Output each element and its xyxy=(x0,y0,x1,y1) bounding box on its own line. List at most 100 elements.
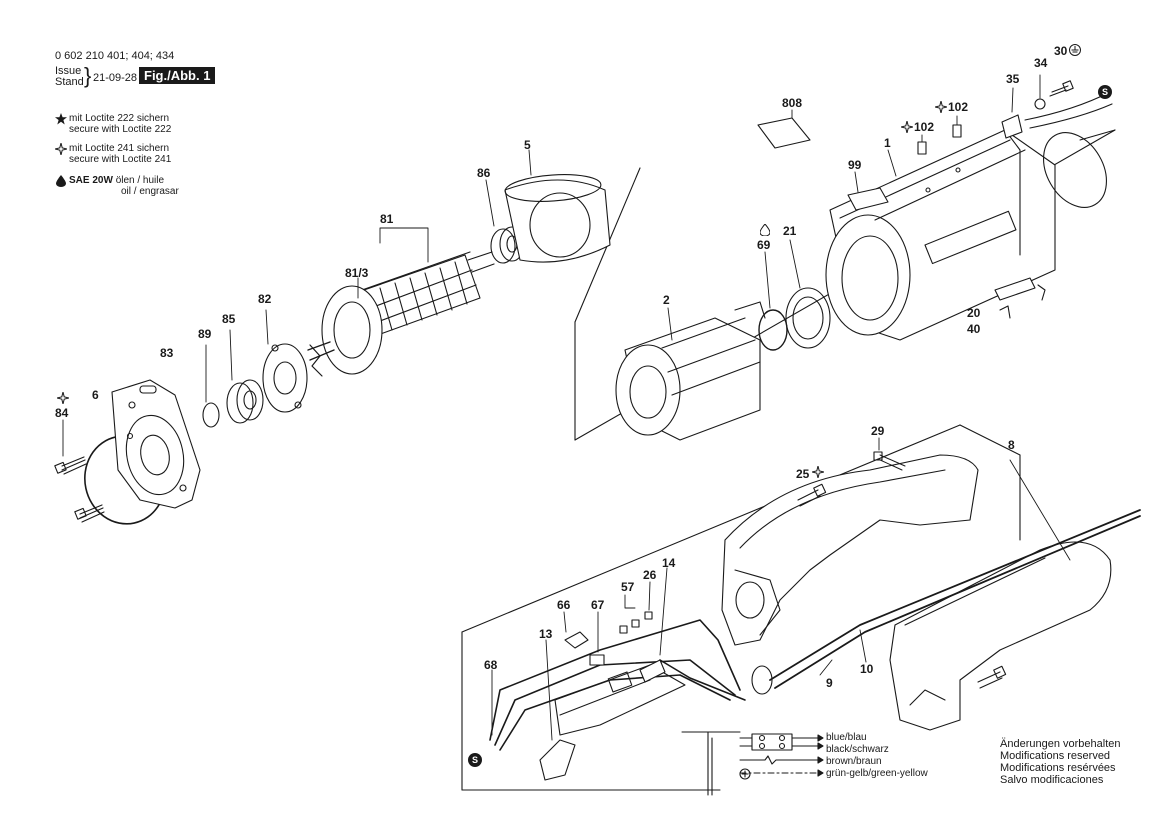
bracket-20-40 xyxy=(994,277,1046,319)
loctite-241-icon xyxy=(57,392,69,404)
label-66: 66 xyxy=(557,598,571,612)
s-badge-bottom: S xyxy=(468,753,482,767)
stand-label: Stand xyxy=(55,76,84,88)
screws-57 xyxy=(619,619,640,634)
wire-brown: brown/braun xyxy=(826,756,882,767)
label-102b: 102 xyxy=(948,100,969,114)
label-86: 86 xyxy=(477,166,491,180)
stator-2 xyxy=(615,301,766,441)
modifications-notes: Änderungen vorbehalten Modifications res… xyxy=(1000,738,1120,786)
screw-grip-lower xyxy=(977,665,1007,689)
label-5: 5 xyxy=(524,138,531,152)
label-40: 40 xyxy=(967,322,981,336)
label-25: 25 xyxy=(796,467,810,481)
oil-drop-icon xyxy=(760,224,770,236)
retaining-ring-89 xyxy=(202,402,220,428)
issue-date: 21-09-28 xyxy=(93,72,138,84)
switch-assembly xyxy=(539,664,686,781)
label-20: 20 xyxy=(967,306,981,320)
grub-screw-102a xyxy=(917,134,927,155)
figure-badge: Fig./Abb. 1 xyxy=(139,67,216,84)
label-808: 808 xyxy=(782,96,803,110)
grub-screw-102b xyxy=(952,115,962,138)
ring-21 xyxy=(785,287,831,349)
o-ring-69 xyxy=(758,309,788,351)
relay-67 xyxy=(589,654,605,666)
note-de: Änderungen vorbehalten xyxy=(1000,738,1121,750)
label-69: 69 xyxy=(757,238,771,252)
handle-shell-upper xyxy=(721,454,979,646)
label-26: 26 xyxy=(643,568,657,582)
star-outline-icon xyxy=(55,143,67,155)
label-99: 99 xyxy=(848,158,862,172)
loctite-241-icon xyxy=(901,121,913,133)
label-10: 10 xyxy=(860,662,874,676)
wire-blue: blue/blau xyxy=(826,732,867,743)
bearing-plate-82 xyxy=(262,343,308,413)
issue-label: Issue xyxy=(55,65,82,77)
sticker-808 xyxy=(757,117,811,149)
clip-66 xyxy=(564,631,589,649)
label-30: 30 xyxy=(1054,44,1068,58)
label-89: 89 xyxy=(198,327,212,341)
label-57: 57 xyxy=(621,580,635,594)
loctite-241-icon xyxy=(812,466,824,478)
note-en: Modifications reserved xyxy=(1000,750,1111,762)
note-fr: Modifications resérvées xyxy=(1000,762,1116,774)
screw-25 xyxy=(797,483,827,507)
label-84: 84 xyxy=(55,406,69,420)
cable-relief-14 xyxy=(639,567,668,683)
label-2: 2 xyxy=(663,293,670,307)
ground-symbol-icon xyxy=(1069,44,1081,56)
cable-9-10 xyxy=(751,509,1141,695)
screw-29 xyxy=(873,451,906,471)
label-14: 14 xyxy=(662,556,676,570)
armature-81 xyxy=(307,251,495,377)
handle-grip-8 xyxy=(889,541,1112,731)
note-es: Salvo modificaciones xyxy=(1000,774,1104,786)
label-34: 34 xyxy=(1034,56,1048,70)
star-filled-icon xyxy=(55,113,67,125)
screw-26 xyxy=(644,581,653,620)
s-badge-top: S xyxy=(1098,85,1112,99)
bearing-85 xyxy=(226,379,264,424)
legend-241-de: mit Loctite 241 sichern xyxy=(69,143,170,154)
wire-green-yellow: grün-gelb/green-yellow xyxy=(826,768,928,779)
legend-oil-grade: SAE 20W xyxy=(69,175,113,186)
label-6: 6 xyxy=(92,388,99,402)
label-29: 29 xyxy=(871,424,885,438)
loctite-241-icon xyxy=(935,101,947,113)
screw-30 xyxy=(1049,80,1074,97)
label-35: 35 xyxy=(1006,72,1020,86)
label-21: 21 xyxy=(783,224,797,238)
wire-black: black/schwarz xyxy=(826,744,889,755)
screw-84-upper xyxy=(54,456,87,475)
label-8: 8 xyxy=(1008,438,1015,452)
label-9: 9 xyxy=(826,676,833,690)
flange-83 xyxy=(111,379,201,509)
legend-oil-de: ölen / huile xyxy=(115,175,165,186)
label-81-3: 81/3 xyxy=(345,266,369,280)
legend-241-en: secure with Loctite 241 xyxy=(69,154,172,165)
fan-guide-5 xyxy=(504,174,611,263)
label-67: 67 xyxy=(591,598,605,612)
cable-clamp-35 xyxy=(1001,87,1023,139)
legend-222-en: secure with Loctite 222 xyxy=(69,124,172,135)
issue-stand-label: Issue Stand xyxy=(55,66,84,88)
screw-84-lower xyxy=(74,504,105,523)
wiring-diagram xyxy=(681,731,824,796)
washer-34 xyxy=(1034,74,1046,110)
label-83: 83 xyxy=(160,346,174,360)
label-82: 82 xyxy=(258,292,272,306)
part-numbers: 0 602 210 401; 404; 434 xyxy=(55,50,175,62)
legend-oil-en: oil / engrasar xyxy=(121,186,179,197)
brace-glyph: } xyxy=(84,63,92,88)
label-102a: 102 xyxy=(914,120,935,134)
label-13: 13 xyxy=(539,627,553,641)
label-plate-99 xyxy=(847,187,889,211)
legend-222-de: mit Loctite 222 sichern xyxy=(69,113,170,124)
label-1: 1 xyxy=(884,136,891,150)
oil-drop-icon xyxy=(56,175,66,187)
label-68: 68 xyxy=(484,658,498,672)
